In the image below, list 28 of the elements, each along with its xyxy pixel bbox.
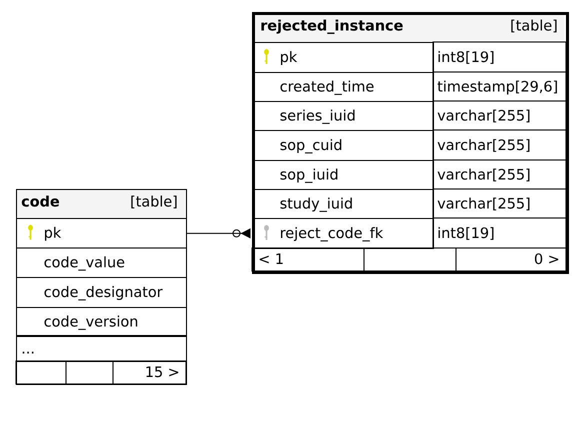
data-type-cell: varchar[255]: [432, 188, 566, 218]
column-name-cell: pk: [16, 218, 187, 248]
data-type-cell: varchar[255]: [432, 100, 566, 130]
column-name-cell: code_value: [16, 248, 187, 278]
column-name-cell: sop_iuid: [252, 160, 434, 190]
column-name-cell: code_version: [16, 307, 187, 337]
node-label: [table]: [511, 20, 557, 32]
node-label: rejected_instance: [261, 20, 403, 34]
footer-cell: 0 >: [456, 248, 566, 272]
column-name-cell: series_iuid: [252, 101, 434, 131]
node-label: code: [22, 196, 60, 207]
table-header: rejected_instance [table]: [254, 14, 564, 42]
data-type-cell: varchar[255]: [432, 160, 566, 190]
footer-cell: 15 >: [112, 360, 186, 384]
column-name-cell: code_designator: [16, 277, 187, 308]
column-name-cell: reject_code_fk: [252, 218, 434, 249]
column-name-cell: study_iuid: [252, 189, 434, 219]
column-name-cell: created_time: [252, 72, 434, 102]
footer-cell: < 1: [252, 248, 364, 272]
data-type-cell: varchar[255]: [432, 130, 566, 160]
data-type-cell: int8[19]: [432, 42, 566, 72]
table-header: code [table]: [16, 190, 186, 218]
column-name-cell: pk: [252, 42, 434, 73]
ellipsis-cell: ...: [16, 335, 187, 362]
data-type-cell: timestamp[29,6]: [432, 72, 566, 102]
column-name-cell: sop_cuid: [252, 130, 434, 161]
data-type-cell: int8[19]: [432, 218, 566, 248]
node-label: [table]: [131, 196, 177, 208]
